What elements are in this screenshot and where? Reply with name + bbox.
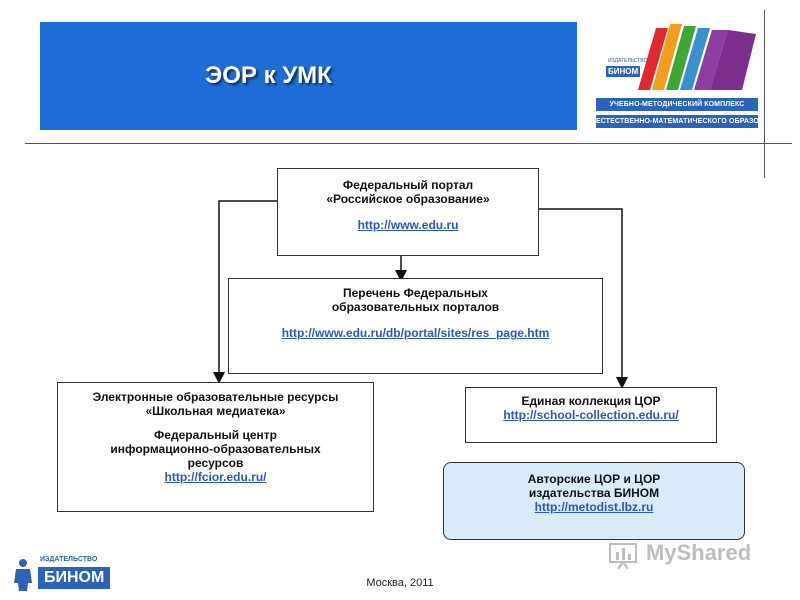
fcior-link[interactable]: http://fcior.edu.ru/ [164,470,267,484]
binom-small-logo: ИЗДАТЕЛЬСТВО БИНОМ [606,58,648,77]
divider-vertical [764,10,765,178]
metodist-link[interactable]: http://metodist.lbz.ru [534,500,654,514]
books-icon [638,24,756,90]
arrow-to-cor [539,208,628,389]
author-cor-box: Авторские ЦОР и ЦОР издательства БИНОМ h… [443,462,745,540]
reader-figure-icon [14,559,32,591]
umk-brand-logo: ИЗДАТЕЛЬСТВО БИНОМ УЧЕБНО-МЕТОДИЧЕСКИЙ К… [594,14,760,130]
presentation-icon [609,543,637,570]
edu-ru-link[interactable]: http://www.edu.ru [357,218,459,232]
school-collection-link[interactable]: http://school-collection.edu.ru/ [503,408,679,422]
umk-label: УЧЕБНО-МЕТОДИЧЕСКИЙ КОМПЛЕКС [596,98,758,111]
umk-subject-label: ЕСТЕСТВЕННО-МАТЕМАТИЧЕСКОГО ОБРАЗОВАНИЯ [596,115,758,128]
page-title: ЭОР к УМК [205,62,332,89]
title-banner: ЭОР к УМК [40,22,577,130]
footer-city-year: Москва, 2011 [366,577,434,589]
cor-collection-box: Единая коллекция ЦОР http://school-colle… [465,387,717,443]
federal-portal-box: Федеральный портал «Российское образован… [277,168,539,256]
arrow-to-eor [213,200,277,384]
eor-box: Электронные образовательные ресурсы «Шко… [57,382,374,512]
portals-list-box: Перечень Федеральных образовательных пор… [228,278,603,374]
watermark: MyShared [606,540,776,570]
binom-footer-logo: ИЗДАТЕЛЬСТВО БИНОМ [10,553,111,593]
divider-horizontal [25,143,792,144]
portals-list-link[interactable]: http://www.edu.ru/db/portal/sites/res_pa… [281,326,550,340]
